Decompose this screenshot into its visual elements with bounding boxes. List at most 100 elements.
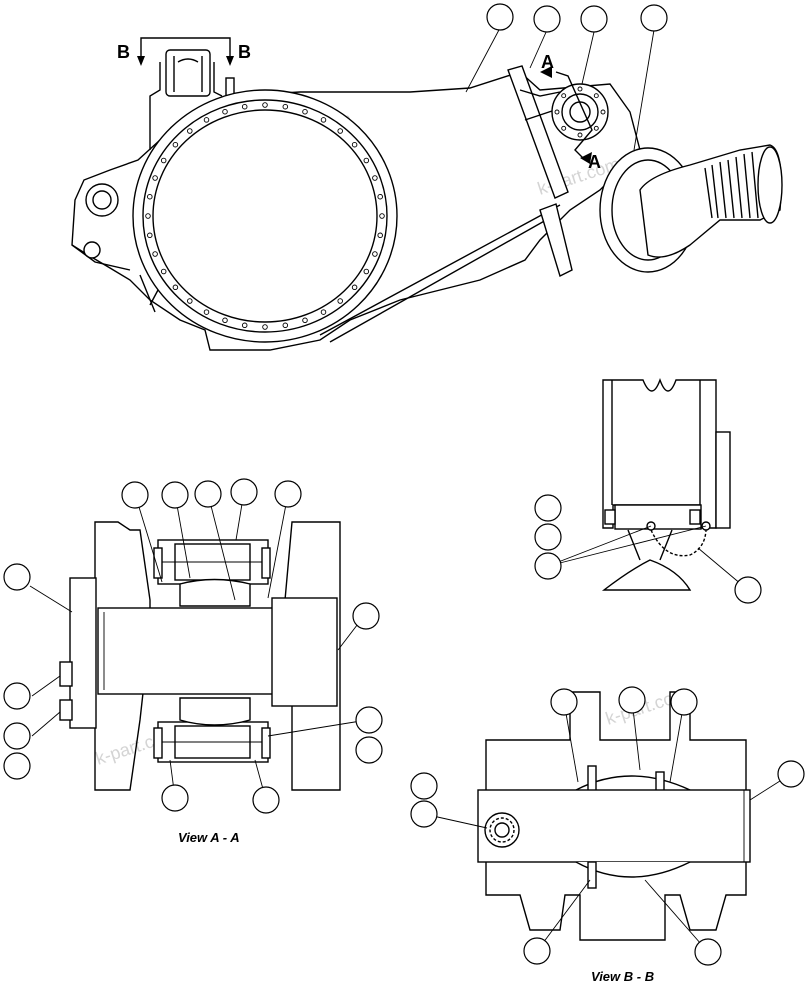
- flange-bolt-hole: [337, 298, 343, 304]
- callout-balloon: [274, 480, 302, 508]
- flange-bolt-hole: [160, 268, 167, 275]
- flange-bolt-hole: [379, 213, 385, 219]
- flange-bolt-hole: [203, 117, 210, 123]
- callout-balloon: [486, 3, 514, 31]
- flange-bolt-hole: [203, 309, 210, 315]
- small-flange-bolt-holes: [554, 86, 606, 138]
- section-a-label-bottom: A: [588, 152, 601, 172]
- flange-bolt-hole: [351, 284, 358, 291]
- small-flange-bolt-hole: [561, 125, 567, 131]
- section-a-marker: A A: [540, 52, 601, 172]
- callout-balloon: [694, 938, 722, 966]
- view-a-bolt-2: [59, 699, 73, 721]
- callout-balloon: [3, 682, 31, 710]
- view-a-end-plate: [69, 577, 97, 729]
- view-a-bolt-1: [59, 661, 73, 687]
- callout-balloon: [194, 480, 222, 508]
- leader-lines: [29, 27, 792, 953]
- view-a-pin-collar: [271, 597, 338, 707]
- view-a-bottom-bearing: [153, 697, 271, 763]
- view-a-top-bearing: [153, 539, 271, 607]
- small-flange-bolt-hole: [600, 109, 606, 115]
- view-b-plug-core: [494, 822, 510, 838]
- section-b-marker: B B: [117, 37, 251, 66]
- small-flange-bolt-hole: [593, 93, 599, 99]
- flange-bolt-hole: [147, 232, 153, 239]
- flange-bolt-hole: [377, 193, 383, 200]
- callout-balloon: [534, 523, 562, 551]
- section-b-label-left: B: [117, 42, 130, 62]
- flange-bolt-hole: [187, 298, 193, 304]
- view-b-housing: [485, 691, 747, 941]
- callout-balloon: [640, 4, 668, 32]
- flange-bolt-hole: [337, 128, 343, 134]
- small-flange-bolt-hole: [554, 109, 560, 115]
- flange-bolt-hole: [351, 141, 358, 148]
- flange-bolt-hole: [262, 324, 268, 330]
- flange-bolt-hole: [320, 117, 327, 123]
- callout-balloon: [355, 736, 383, 764]
- callout-balloon: [3, 752, 31, 780]
- callout-balloon: [550, 688, 578, 716]
- small-flange-bolt-hole: [577, 132, 583, 138]
- callout-circles: [3, 3, 805, 966]
- flange-bolt-hole: [282, 103, 289, 110]
- flange-bolt-hole: [363, 157, 370, 164]
- flange-bolt-hole: [363, 268, 370, 275]
- flange-bolt-hole: [302, 108, 308, 115]
- callout-balloon: [410, 772, 438, 800]
- small-flange-bolt-hole: [561, 93, 567, 99]
- callout-balloon: [230, 478, 258, 506]
- callout-balloon: [534, 494, 562, 522]
- flange-bolt-hole: [320, 309, 327, 315]
- callout-balloon: [523, 937, 551, 965]
- flange-bolt-hole: [282, 322, 289, 329]
- callout-balloon: [670, 688, 698, 716]
- flange-bolt-hole: [172, 141, 179, 148]
- flange-bolt-holes: [145, 102, 385, 330]
- flange-bolt-hole: [262, 102, 268, 108]
- flange-bolt-hole: [222, 317, 228, 324]
- flange-bolt-hole: [372, 251, 378, 257]
- callout-balloon: [580, 5, 608, 33]
- small-flange-bolt-hole: [593, 125, 599, 131]
- view-a-main-pin: [97, 607, 279, 695]
- callout-balloon: [352, 602, 380, 630]
- callout-balloon: [777, 760, 805, 788]
- flange-bolt-hole: [241, 322, 248, 329]
- flange-bolt-hole: [187, 128, 193, 134]
- detail-view-lock: [601, 377, 731, 591]
- spherical-joint-hose: [599, 144, 783, 273]
- view-a-caption: View A - A: [178, 830, 240, 845]
- callout-balloon: [3, 722, 31, 750]
- left-eye-lug: [71, 183, 131, 271]
- flange-bolt-hole: [377, 232, 383, 239]
- flange-bolt-hole: [172, 284, 179, 291]
- view-a-a: View A - A: [59, 521, 341, 845]
- view-b-plug-inner: [489, 817, 515, 843]
- callout-balloon: [734, 576, 762, 604]
- flange-bolt-hole: [222, 108, 228, 115]
- flange-bolt-hole: [372, 175, 378, 181]
- flange-bolt-hole: [152, 175, 158, 181]
- callout-balloon: [618, 686, 646, 714]
- flange-bolt-hole: [241, 103, 248, 110]
- callout-balloon: [3, 563, 31, 591]
- view-b-b: View B - B: [477, 691, 751, 984]
- small-port-flange: [551, 83, 609, 141]
- view-b-caption: View B - B: [591, 969, 654, 984]
- callout-balloon: [533, 5, 561, 33]
- section-a-label-top: A: [541, 52, 554, 72]
- flange-bolt-hole: [302, 317, 308, 324]
- callout-balloon: [161, 784, 189, 812]
- main-assembly-view: B B: [71, 37, 783, 351]
- callout-balloon: [161, 481, 189, 509]
- callout-balloon: [410, 800, 438, 828]
- section-b-label-right: B: [238, 42, 251, 62]
- top-clevis: [149, 49, 235, 150]
- large-flange-ring: [132, 89, 561, 343]
- flange-bolt-hole: [160, 157, 167, 164]
- flange-bolt-hole: [145, 213, 151, 219]
- callout-balloon: [121, 481, 149, 509]
